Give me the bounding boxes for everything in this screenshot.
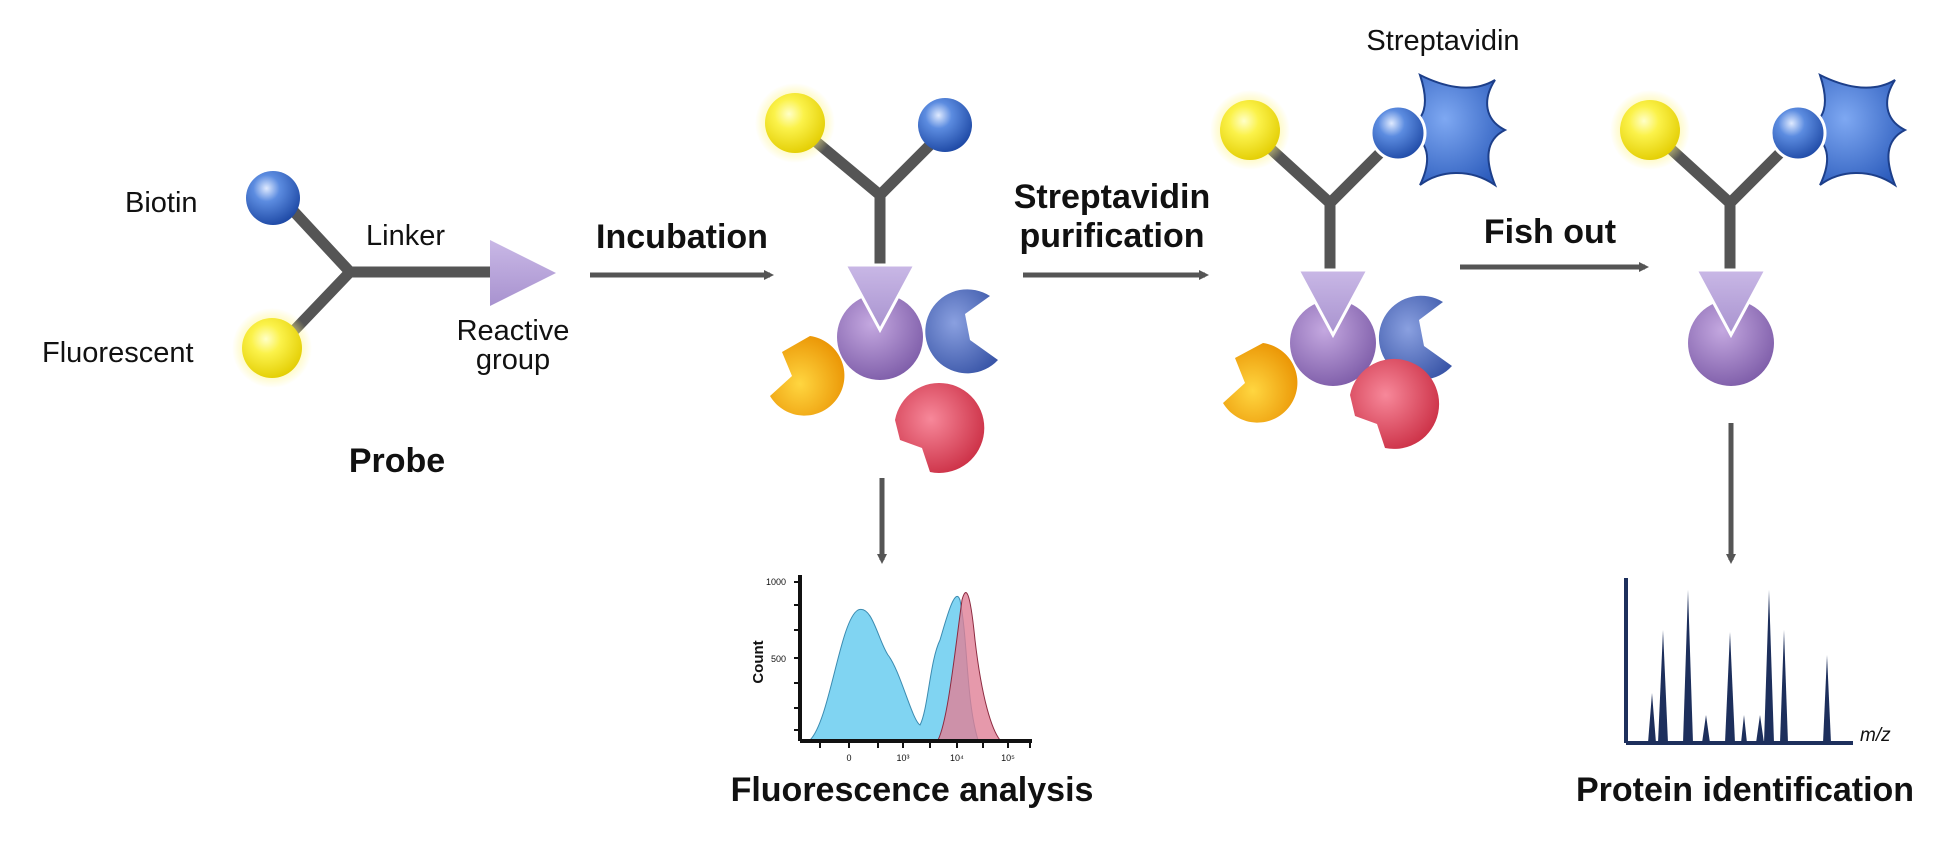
stage3-red-protein	[1350, 358, 1440, 449]
incubation-label: Incubation	[596, 218, 768, 256]
ms-peak	[1725, 632, 1735, 743]
linker-label: Linker	[366, 220, 445, 252]
probe-reactive-group-triangle	[490, 240, 556, 306]
stage3-reactive-group-triangle	[1295, 268, 1371, 339]
protein-identification-title: Protein identification	[1576, 771, 1914, 809]
stage-incubation	[755, 83, 998, 473]
fluorescence-analysis-title: Fluorescence analysis	[731, 771, 1094, 809]
ms-peak	[1823, 655, 1831, 743]
histogram-x-tick-1e3: 10³	[896, 753, 909, 763]
histogram-y-tick-500: 500	[771, 654, 786, 664]
stage3-target-protein	[1290, 300, 1376, 386]
stage4-streptavidin	[1802, 73, 1908, 188]
probe-biotin-sphere	[246, 171, 300, 225]
stage2-fluorescent-sphere	[765, 93, 825, 153]
probe-title: Probe	[349, 442, 445, 480]
ms-x-axis-label: m/z	[1860, 725, 1891, 746]
ms-peak	[1702, 715, 1710, 743]
purification-label-line2: purification	[1019, 217, 1204, 255]
stage4-biotin-sphere	[1769, 104, 1827, 162]
ms-peak	[1648, 693, 1656, 743]
ms-peak	[1658, 630, 1668, 743]
stage3-blue-protein	[1378, 295, 1452, 380]
stage3-biotin-sphere	[1369, 104, 1427, 162]
streptavidin-label: Streptavidin	[1366, 25, 1519, 57]
biotin-label: Biotin	[125, 187, 198, 219]
probe-molecule	[232, 171, 556, 388]
stage2-reactive-group-triangle	[842, 263, 918, 334]
stage3-streptavidin	[1402, 73, 1508, 188]
fluorescent-label: Fluorescent	[42, 337, 194, 369]
stage4-target-protein	[1688, 300, 1774, 386]
histogram-x-tick-1e4: 10⁴	[950, 753, 964, 763]
stage4-reactive-group-triangle	[1693, 268, 1769, 339]
ms-peak	[1741, 715, 1747, 743]
histogram-x-tick-1e5: 10⁵	[1001, 753, 1015, 763]
histogram-y-tick-1000: 1000	[766, 577, 786, 587]
probe-linker	[279, 196, 501, 346]
stage2-orange-protein	[770, 336, 845, 416]
stage2-blue-protein	[925, 289, 998, 374]
histogram-red-peak	[937, 592, 1002, 741]
mass-spectrum: m/z	[1624, 578, 1891, 746]
stage4-fluorescent-sphere	[1620, 100, 1680, 160]
stage2-red-protein	[895, 382, 985, 473]
ms-peak	[1780, 630, 1788, 743]
stage3-fluorescent-sphere	[1220, 100, 1280, 160]
reactive-group-label-line2: group	[476, 344, 550, 376]
fish-out-label: Fish out	[1484, 213, 1616, 251]
stage2-biotin-sphere	[918, 98, 972, 152]
stage-purification	[1210, 73, 1508, 449]
ms-peak	[1756, 715, 1764, 743]
histogram-x-tick-0: 0	[846, 753, 851, 763]
stage-fish-out	[1610, 73, 1908, 386]
ms-peak	[1683, 590, 1693, 743]
fluorescence-histogram: 1000 500 Count 0 10³ 10⁴ 10⁵	[750, 575, 1032, 763]
histogram-y-axis-label: Count	[750, 640, 767, 683]
ms-peak	[1764, 590, 1774, 743]
probe-fluorescent-sphere	[242, 318, 302, 378]
reactive-group-label-line1: Reactive	[457, 315, 570, 347]
purification-label-line1: Streptavidin	[1014, 178, 1210, 216]
stage3-orange-protein	[1223, 343, 1298, 423]
stage2-target-protein	[837, 294, 923, 380]
